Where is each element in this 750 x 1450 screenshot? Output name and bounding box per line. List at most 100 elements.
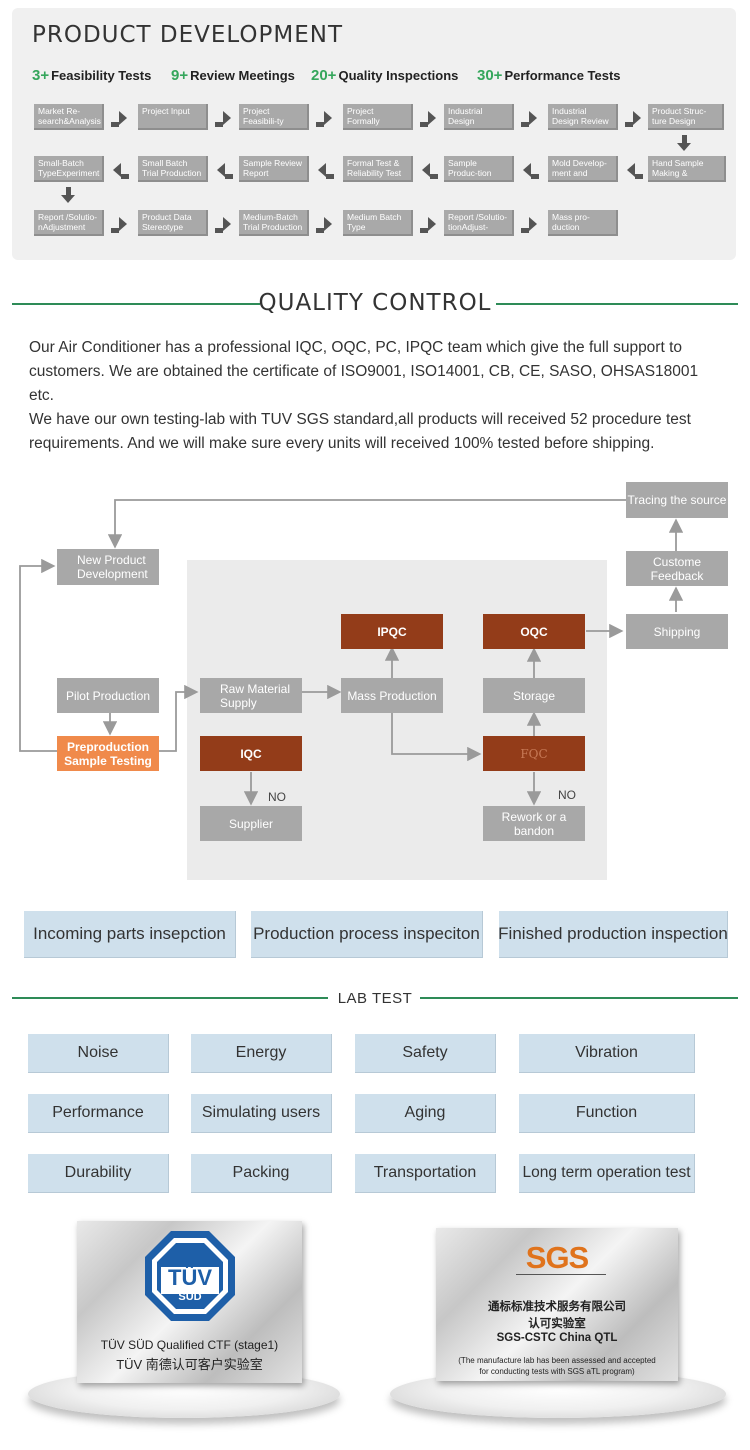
pd-step: Report /Solutio-nAdjustment [34, 210, 104, 236]
iqc-box: IQC [200, 736, 302, 771]
pd-step: Project Formally Establishment [343, 104, 413, 130]
mass-production-box: Mass Production [341, 678, 443, 713]
arrow-right-icon [521, 217, 537, 233]
arrow-left-icon [318, 163, 334, 179]
tuv-logo-bottom: SÜD [178, 1291, 202, 1303]
no-label: NO [268, 790, 286, 804]
pd-step: Mold Develop-ment and Manu- [548, 156, 618, 182]
finished-inspection-bar: Finished production inspection [498, 911, 728, 958]
arrow-left-icon [422, 163, 438, 179]
lab-cell: Safety [355, 1034, 496, 1073]
stat-quality: 20+Quality Inspections [311, 67, 459, 84]
no-label: NO [558, 788, 576, 802]
divider-right [496, 303, 738, 305]
lab-cell: Vibration [519, 1034, 695, 1073]
storage-box: Storage [483, 678, 585, 713]
pd-step: Medium-Batch Trial Production [239, 210, 309, 236]
pd-step: Industrial Design [444, 104, 514, 130]
pd-step: Market Re-search&Analysis [34, 104, 104, 130]
para-line: etc. [29, 387, 54, 404]
sgs-line3: SGS-CSTC China QTL [496, 1332, 618, 1344]
lab-cell: Simulating users [191, 1094, 332, 1133]
arrow-left-icon [523, 163, 539, 179]
arrow-right-icon [215, 111, 231, 127]
pd-step: Report /Solutio-tionAdjust- [444, 210, 514, 236]
lab-cell: Transportation [355, 1154, 496, 1193]
sgs-line1: 通标标准技术服务有限公司 [488, 1301, 626, 1313]
divider-left [12, 997, 328, 999]
arrow-left-icon [217, 163, 233, 179]
supplier-box: Supplier [200, 806, 302, 841]
arrow-right-icon [316, 217, 332, 233]
pd-step: Sample Produc-tion [444, 156, 514, 182]
pd-step: Hand Sample Making & Evaluation [648, 156, 726, 182]
lab-cell: Long term operation test [519, 1154, 695, 1193]
pd-step: Project Feasibili-ty study [239, 104, 309, 130]
lab-cell: Durability [28, 1154, 169, 1193]
custome-feedback-box: Custome Feedback [626, 551, 728, 586]
qc-flow-connectors [19, 499, 684, 806]
sgs-note2: for conducting tests with SGS aTL progra… [479, 1367, 635, 1376]
divider-left [12, 303, 260, 305]
lab-test-title: LAB TEST [337, 990, 413, 1007]
sgs-logo-rule [516, 1274, 606, 1275]
arrow-right-icon [625, 111, 641, 127]
stat-review: 9+Review Meetings [171, 67, 295, 84]
qc-paragraph: Our Air Conditioner has a professional I… [29, 336, 729, 456]
incoming-inspection-bar: Incoming parts insepction [24, 911, 236, 958]
lab-cell: Energy [191, 1034, 332, 1073]
arrow-right-icon [111, 111, 127, 127]
tuv-logo-top: TÜV [168, 1265, 212, 1290]
arrow-right-icon [215, 217, 231, 233]
divider-right [420, 997, 738, 999]
lab-cell: Noise [28, 1034, 169, 1073]
stat-performance: 30+Performance Tests [477, 67, 621, 84]
preproduction-box: Preproduction Sample Testing [57, 736, 159, 771]
pd-step: Formal Test & Reliability Test [343, 156, 413, 182]
shipping-box: Shipping [626, 614, 728, 649]
pd-step: Small-Batch TypeExperiment [34, 156, 104, 182]
pd-step: Product Struc-ture Design [648, 104, 724, 130]
ipqc-box: IPQC [341, 614, 443, 649]
arrow-left-icon [113, 163, 129, 179]
para-line: Our Air Conditioner has a professional I… [29, 339, 683, 356]
lab-cell: Packing [191, 1154, 332, 1193]
pd-step: Mass pro-duction [548, 210, 618, 236]
process-inspection-bar: Production process inspeciton [251, 911, 483, 958]
sgs-line2: 认可实验室 [528, 1318, 586, 1330]
lab-cell: Aging [355, 1094, 496, 1133]
pilot-production-box: Pilot Production [57, 678, 159, 713]
tuv-line2: TÜV 南德认可客户实验室 [116, 1357, 263, 1372]
sgs-note1: (The manufacture lab has been assessed a… [458, 1356, 656, 1365]
para-line: requirements. And we will make sure ever… [29, 435, 655, 452]
para-line: We have our own testing-lab with TUV SGS… [29, 411, 691, 428]
quality-control-title: QUALITY CONTROL [258, 290, 492, 316]
arrow-right-icon [111, 217, 127, 233]
pd-step: Small Batch Trial Production [138, 156, 208, 182]
pd-step: Project Input [138, 104, 208, 130]
arrow-down-icon [677, 135, 691, 151]
product-development-title: PRODUCT DEVELOPMENT [32, 22, 344, 48]
oqc-box: OQC [483, 614, 585, 649]
arrow-right-icon [521, 111, 537, 127]
pd-step: Medium Batch Type Experiment [343, 210, 413, 236]
pd-step: Industrial Design Review [548, 104, 618, 130]
tuv-certificate: TÜV SÜD TÜV SÜD Qualified CTF (stage1) T… [77, 1221, 302, 1383]
sgs-logo: SGS [525, 1240, 589, 1275]
pd-step: Product Data Stereotype [138, 210, 208, 236]
fqc-box: FQC [483, 736, 585, 771]
arrow-right-icon [316, 111, 332, 127]
lab-cell: Function [519, 1094, 695, 1133]
lab-cell: Performance [28, 1094, 169, 1133]
tuv-logo-icon [145, 1231, 235, 1321]
arrow-down-icon [61, 187, 75, 203]
pd-step: Sample Review Report [239, 156, 309, 182]
arrow-left-icon [627, 163, 643, 179]
para-line: customers. We are obtained the certifica… [29, 363, 699, 380]
sgs-certificate: SGS 通标标准技术服务有限公司 认可实验室 SGS-CSTC China QT… [436, 1228, 678, 1381]
tracing-source-box: Tracing the source [626, 482, 728, 518]
rework-box: Rework or a bandon [483, 806, 585, 841]
arrow-right-icon [420, 111, 436, 127]
stat-feasibility: 3+Feasibility Tests [32, 67, 152, 84]
tuv-line1: TÜV SÜD Qualified CTF (stage1) [100, 1338, 279, 1352]
